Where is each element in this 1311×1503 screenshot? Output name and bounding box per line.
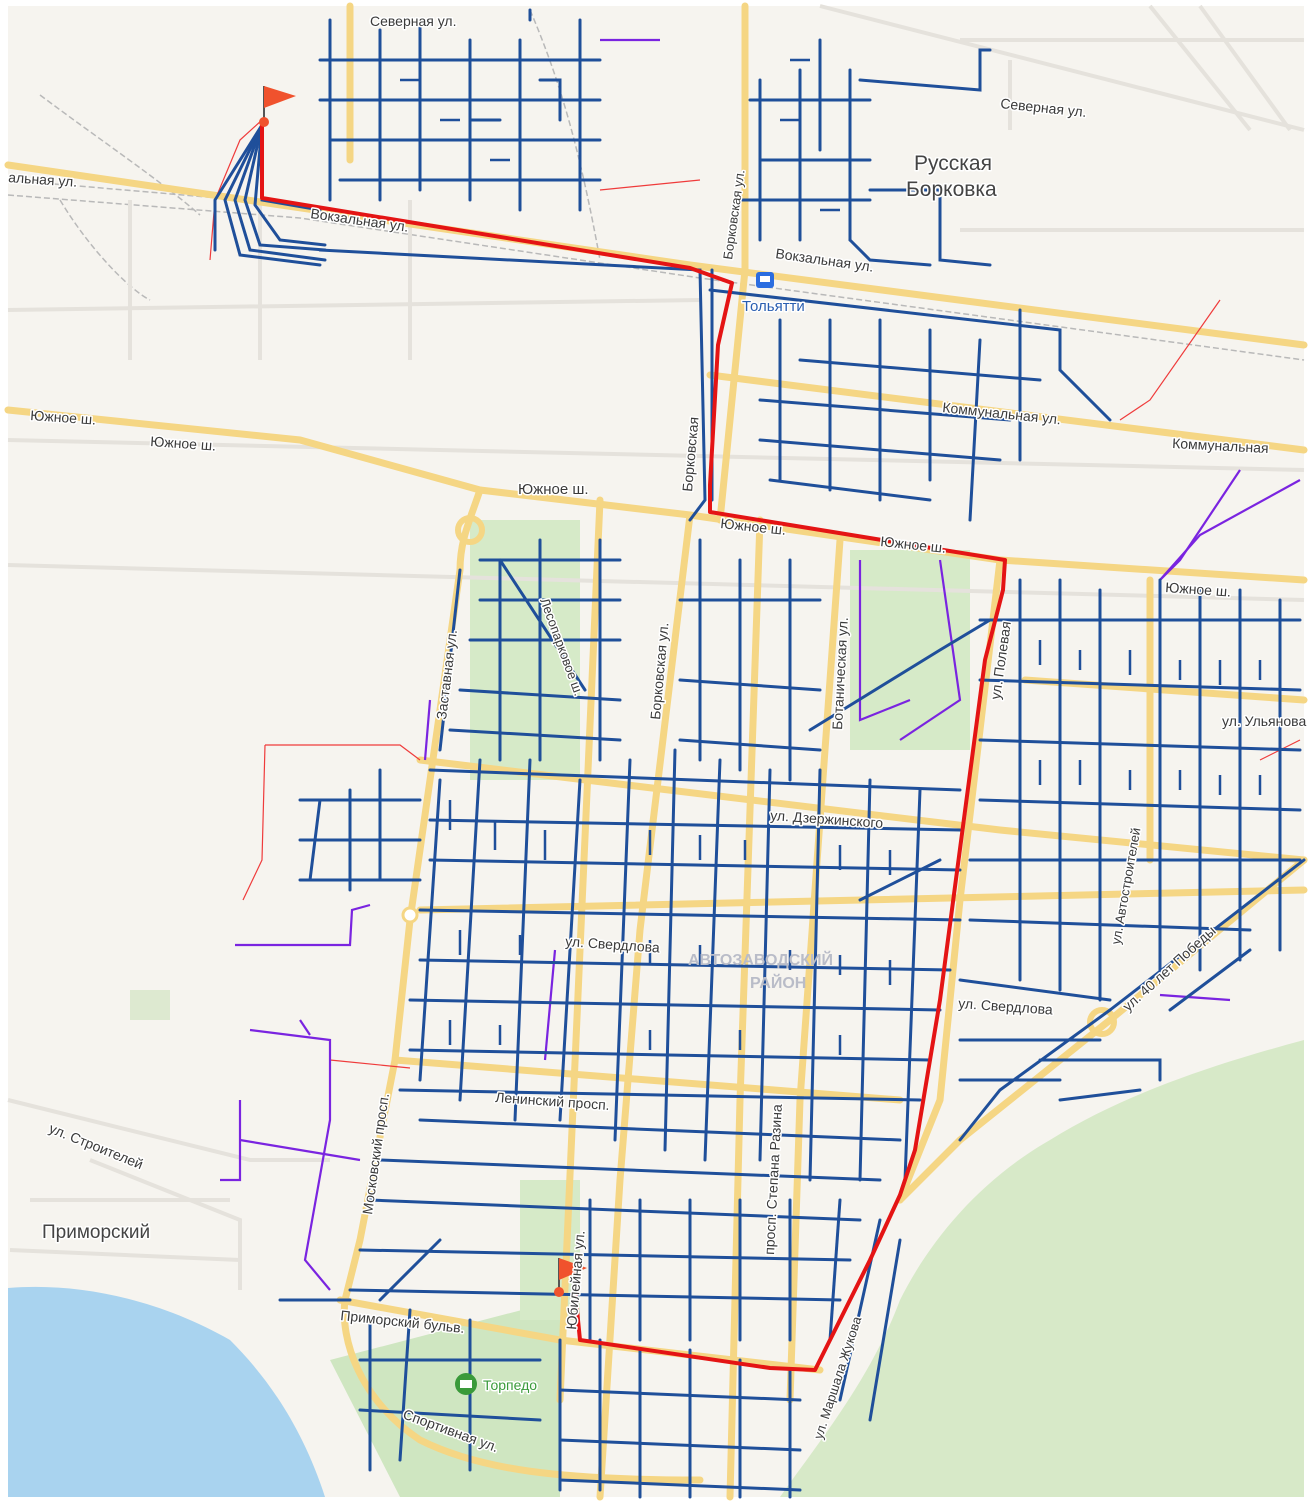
network-secondary — [220, 38, 1301, 1291]
label-yuzhnoe-6: Южное ш. — [1165, 579, 1232, 600]
shore-park — [330, 1300, 560, 1497]
minor-roads — [7, 4, 1305, 1290]
label-yuzhnoe-2: Южное ш. — [150, 433, 217, 454]
network-main — [213, 8, 1306, 1499]
park-4 — [130, 990, 170, 1020]
label-torpedo: Торпедо — [483, 1377, 537, 1393]
label-borkovskaya-2: Борковская — [679, 416, 701, 492]
stadium-icon[interactable] — [455, 1373, 477, 1395]
label-district-1: АВТОЗАВОДСКИЙ — [688, 950, 833, 969]
label-district-2: РАЙОН — [750, 973, 806, 992]
railway-station-icon[interactable] — [756, 272, 774, 288]
junction-node — [401, 906, 419, 924]
label-borkovka: Борковка — [906, 178, 997, 201]
network-details — [400, 58, 1262, 1055]
roundabout-2 — [1087, 1007, 1117, 1037]
label-severnaya-1: Северная ул. — [370, 13, 457, 29]
label-togliatti: Тольятти — [742, 298, 805, 315]
water-body — [8, 1286, 325, 1497]
label-yuzhnoe-3: Южное ш. — [518, 481, 589, 498]
route-line — [260, 125, 1007, 1372]
label-yuzhnoe-1: Южное ш. — [30, 407, 97, 428]
forest-area — [780, 1040, 1304, 1497]
label-ulyanova: ул. Ульянова — [1222, 713, 1306, 729]
flag-start-icon[interactable] — [259, 86, 296, 127]
label-razina: просп. Степана Разина — [761, 1104, 785, 1256]
roundabout-1 — [455, 515, 485, 545]
flag-end-icon[interactable] — [554, 1258, 587, 1297]
label-vokzalnaya-left: альная ул. — [8, 169, 78, 190]
label-russkaya: Русская — [914, 152, 992, 175]
label-primorsky: Приморский — [42, 1222, 150, 1243]
